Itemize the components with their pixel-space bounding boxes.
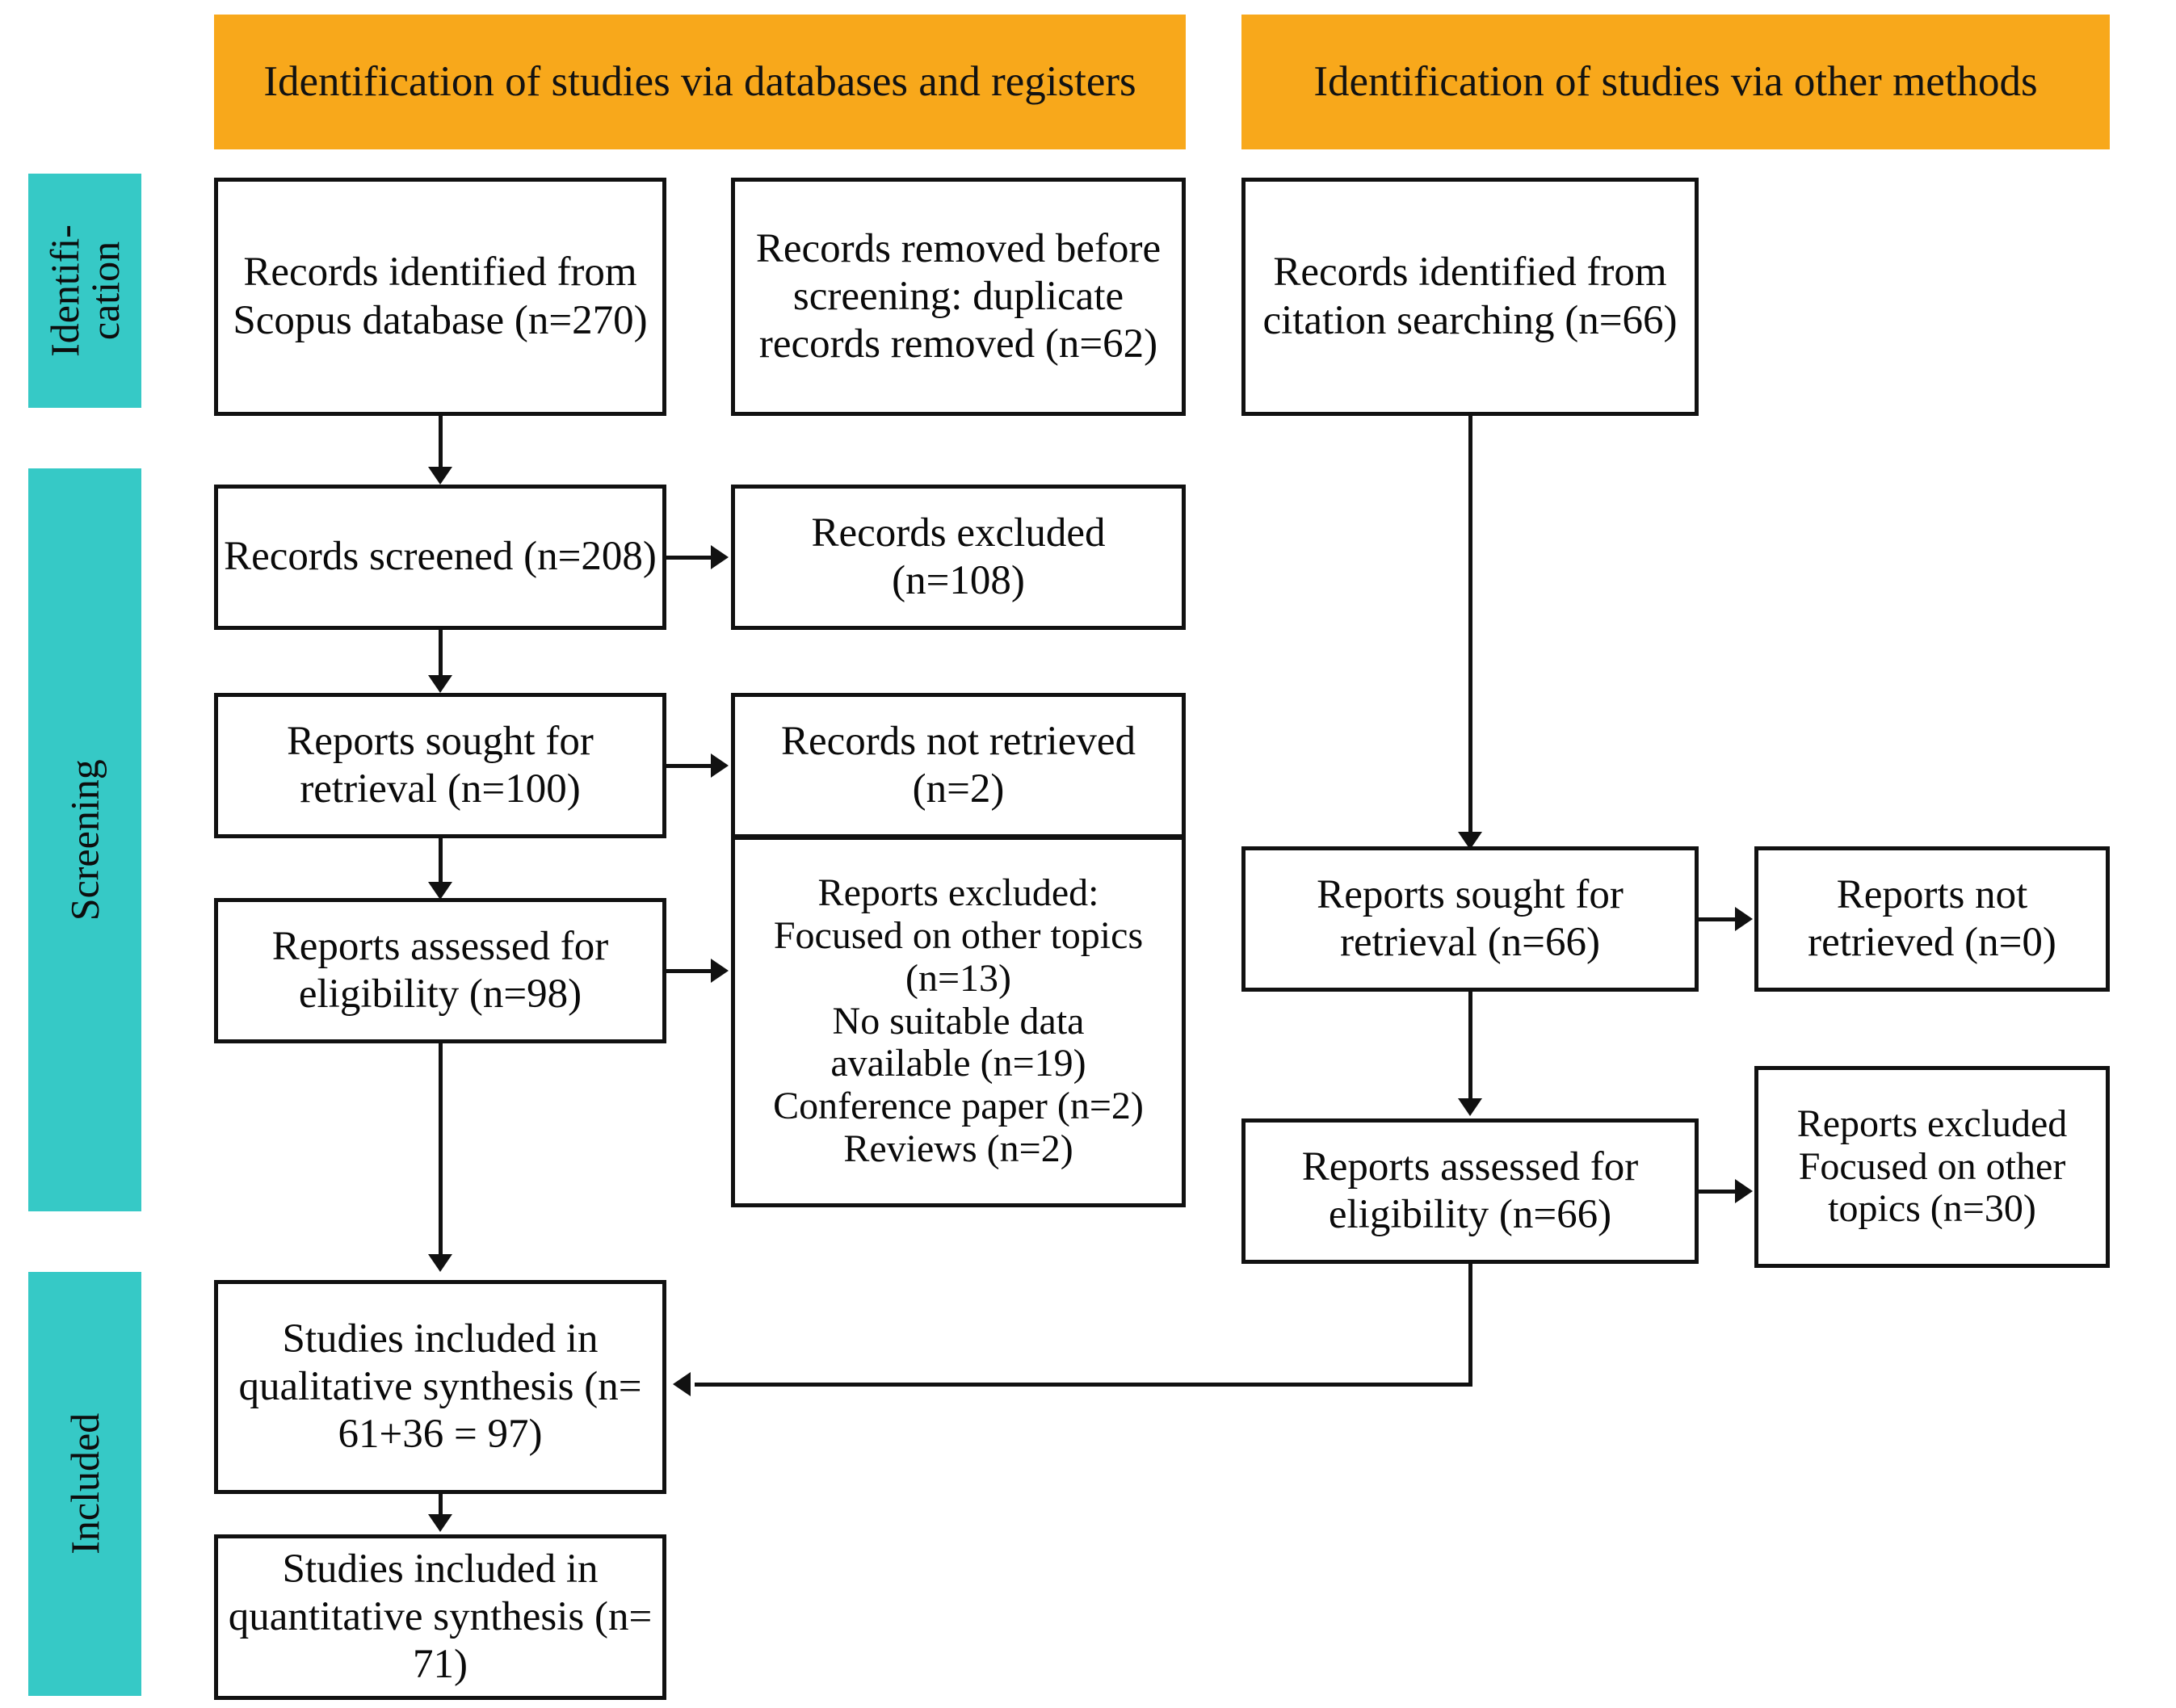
stage-label-screening: Screening [61,759,107,921]
connector-sought-to-assessed-left [439,838,443,885]
arrowhead-qualitative-to-quantitative [428,1514,452,1532]
box-reports-assessed-right: Reports assessed for eligibility (n=66) [1241,1118,1699,1264]
box-records-identified-citation: Records identified from citation searchi… [1241,178,1699,416]
stage-bar-included: Included [28,1272,141,1696]
box-reports-sought-left: Reports sought for retrieval (n=100) [214,693,666,838]
arrowhead-assessed-to-excluded-right [1735,1179,1753,1203]
arrowhead-screened-to-excluded [711,545,729,569]
box-records-removed-label: Records removed before screening: duplic… [755,225,1162,367]
connector-assessed-right-to-qualitative-horizontal [695,1383,1472,1387]
box-reports-excluded-right-line-1: topics (n=30) [1828,1187,2036,1231]
box-reports-sought-right-label: Reports sought for retrieval (n=66) [1317,871,1624,965]
connector-assessed-to-excluded-left [666,969,713,973]
banner-databases-label: Identification of studies via databases … [263,58,1136,106]
box-records-screened: Records screened (n=208) [214,485,666,630]
stage-bar-screening: Screening [28,468,141,1211]
box-records-removed-before-screening: Records removed before screening: duplic… [731,178,1186,416]
arrowhead-sought-to-assessed-right [1458,1098,1482,1116]
connector-citation-to-reports-sought-right [1468,416,1472,836]
connector-qualitative-to-quantitative [439,1494,443,1518]
box-studies-included-qualitative-label: Studies included in qualitative synthesi… [238,1316,642,1458]
box-reports-excluded-left-title: Reports excluded: [817,871,1099,915]
box-studies-included-qualitative: Studies included in qualitative synthesi… [214,1280,666,1494]
box-records-excluded: Records excluded (n=108) [731,485,1186,630]
box-reports-excluded-left-line-3: available (n=19) [830,1042,1086,1085]
box-reports-excluded-right-title: Reports excluded [1796,1102,2068,1145]
box-reports-excluded-left-line-4: Conference paper (n=2) [773,1085,1144,1128]
box-studies-included-quantitative: Studies included in quantitative synthes… [214,1534,666,1700]
box-reports-not-retrieved-right: Reports not retrieved (n=0) [1754,846,2110,992]
arrowhead-screened-to-reports-sought [428,675,452,693]
box-reports-excluded-left-line-1: (n=13) [905,956,1012,1000]
box-reports-excluded-left-line-0: Focused on other topics [773,914,1144,957]
banner-other-methods: Identification of studies via other meth… [1241,15,2110,149]
box-records-identified-citation-label: Records identified from citation searchi… [1262,250,1678,343]
box-records-identified-scopus: Records identified from Scopus database … [214,178,666,416]
connector-assessed-to-excluded-right [1699,1190,1737,1194]
banner-other-methods-label: Identification of studies via other meth… [1313,58,2038,106]
banner-databases-and-registers: Identification of studies via databases … [214,15,1186,149]
box-records-screened-label: Records screened (n=208) [224,534,657,580]
stage-label-included: Included [61,1413,107,1555]
arrowhead-citation-to-reports-sought-right [1458,832,1482,850]
box-reports-sought-left-label: Reports sought for retrieval (n=100) [287,718,594,812]
arrowhead-assessed-left-to-qualitative [428,1254,452,1272]
arrowhead-sought-to-not-retrieved-left [711,753,729,778]
box-reports-not-retrieved-right-label: Reports not retrieved (n=0) [1808,871,2056,965]
box-records-identified-scopus-label: Records identified from Scopus database … [233,250,648,343]
arrowhead-sought-to-not-retrieved-right [1735,907,1753,931]
connector-scopus-to-screened [439,416,443,471]
arrowhead-sought-to-assessed-left [428,882,452,900]
box-reports-excluded-right-line-0: Focused on other [1798,1144,2066,1188]
stage-label-identification: Identifi-cation [42,225,128,357]
box-reports-excluded-left-line-2: No suitable data [832,999,1085,1043]
box-studies-included-quantitative-label: Studies included in quantitative synthes… [228,1546,653,1688]
box-records-not-retrieved-left-label: Records not retrieved (n=2) [780,718,1136,812]
connector-screened-to-reports-sought [439,630,443,678]
connector-sought-to-assessed-right [1468,992,1472,1101]
connector-assessed-left-to-qualitative [439,1043,443,1257]
box-reports-excluded-left-line-5: Reviews (n=2) [843,1127,1073,1170]
box-reports-assessed-left: Reports assessed for eligibility (n=98) [214,898,666,1043]
arrowhead-scopus-to-screened [428,467,452,485]
connector-sought-to-not-retrieved-left [666,764,713,768]
connector-assessed-right-to-qualitative-vertical [1468,1264,1472,1385]
box-reports-excluded-right: Reports excluded Focused on other topics… [1754,1066,2110,1268]
box-records-excluded-label: Records excluded (n=108) [811,510,1106,603]
box-reports-assessed-left-label: Reports assessed for eligibility (n=98) [271,923,609,1017]
box-reports-sought-right: Reports sought for retrieval (n=66) [1241,846,1699,992]
arrowhead-assessed-to-excluded-left [711,959,729,983]
box-reports-assessed-right-label: Reports assessed for eligibility (n=66) [1301,1144,1639,1237]
connector-screened-to-excluded [666,556,713,560]
connector-sought-to-not-retrieved-right [1699,917,1737,921]
box-reports-excluded-left: Reports excluded: Focused on other topic… [731,836,1186,1207]
arrowhead-assessed-right-to-qualitative [673,1372,691,1396]
stage-bar-identification: Identifi-cation [28,174,141,408]
box-records-not-retrieved-left: Records not retrieved (n=2) [731,693,1186,838]
